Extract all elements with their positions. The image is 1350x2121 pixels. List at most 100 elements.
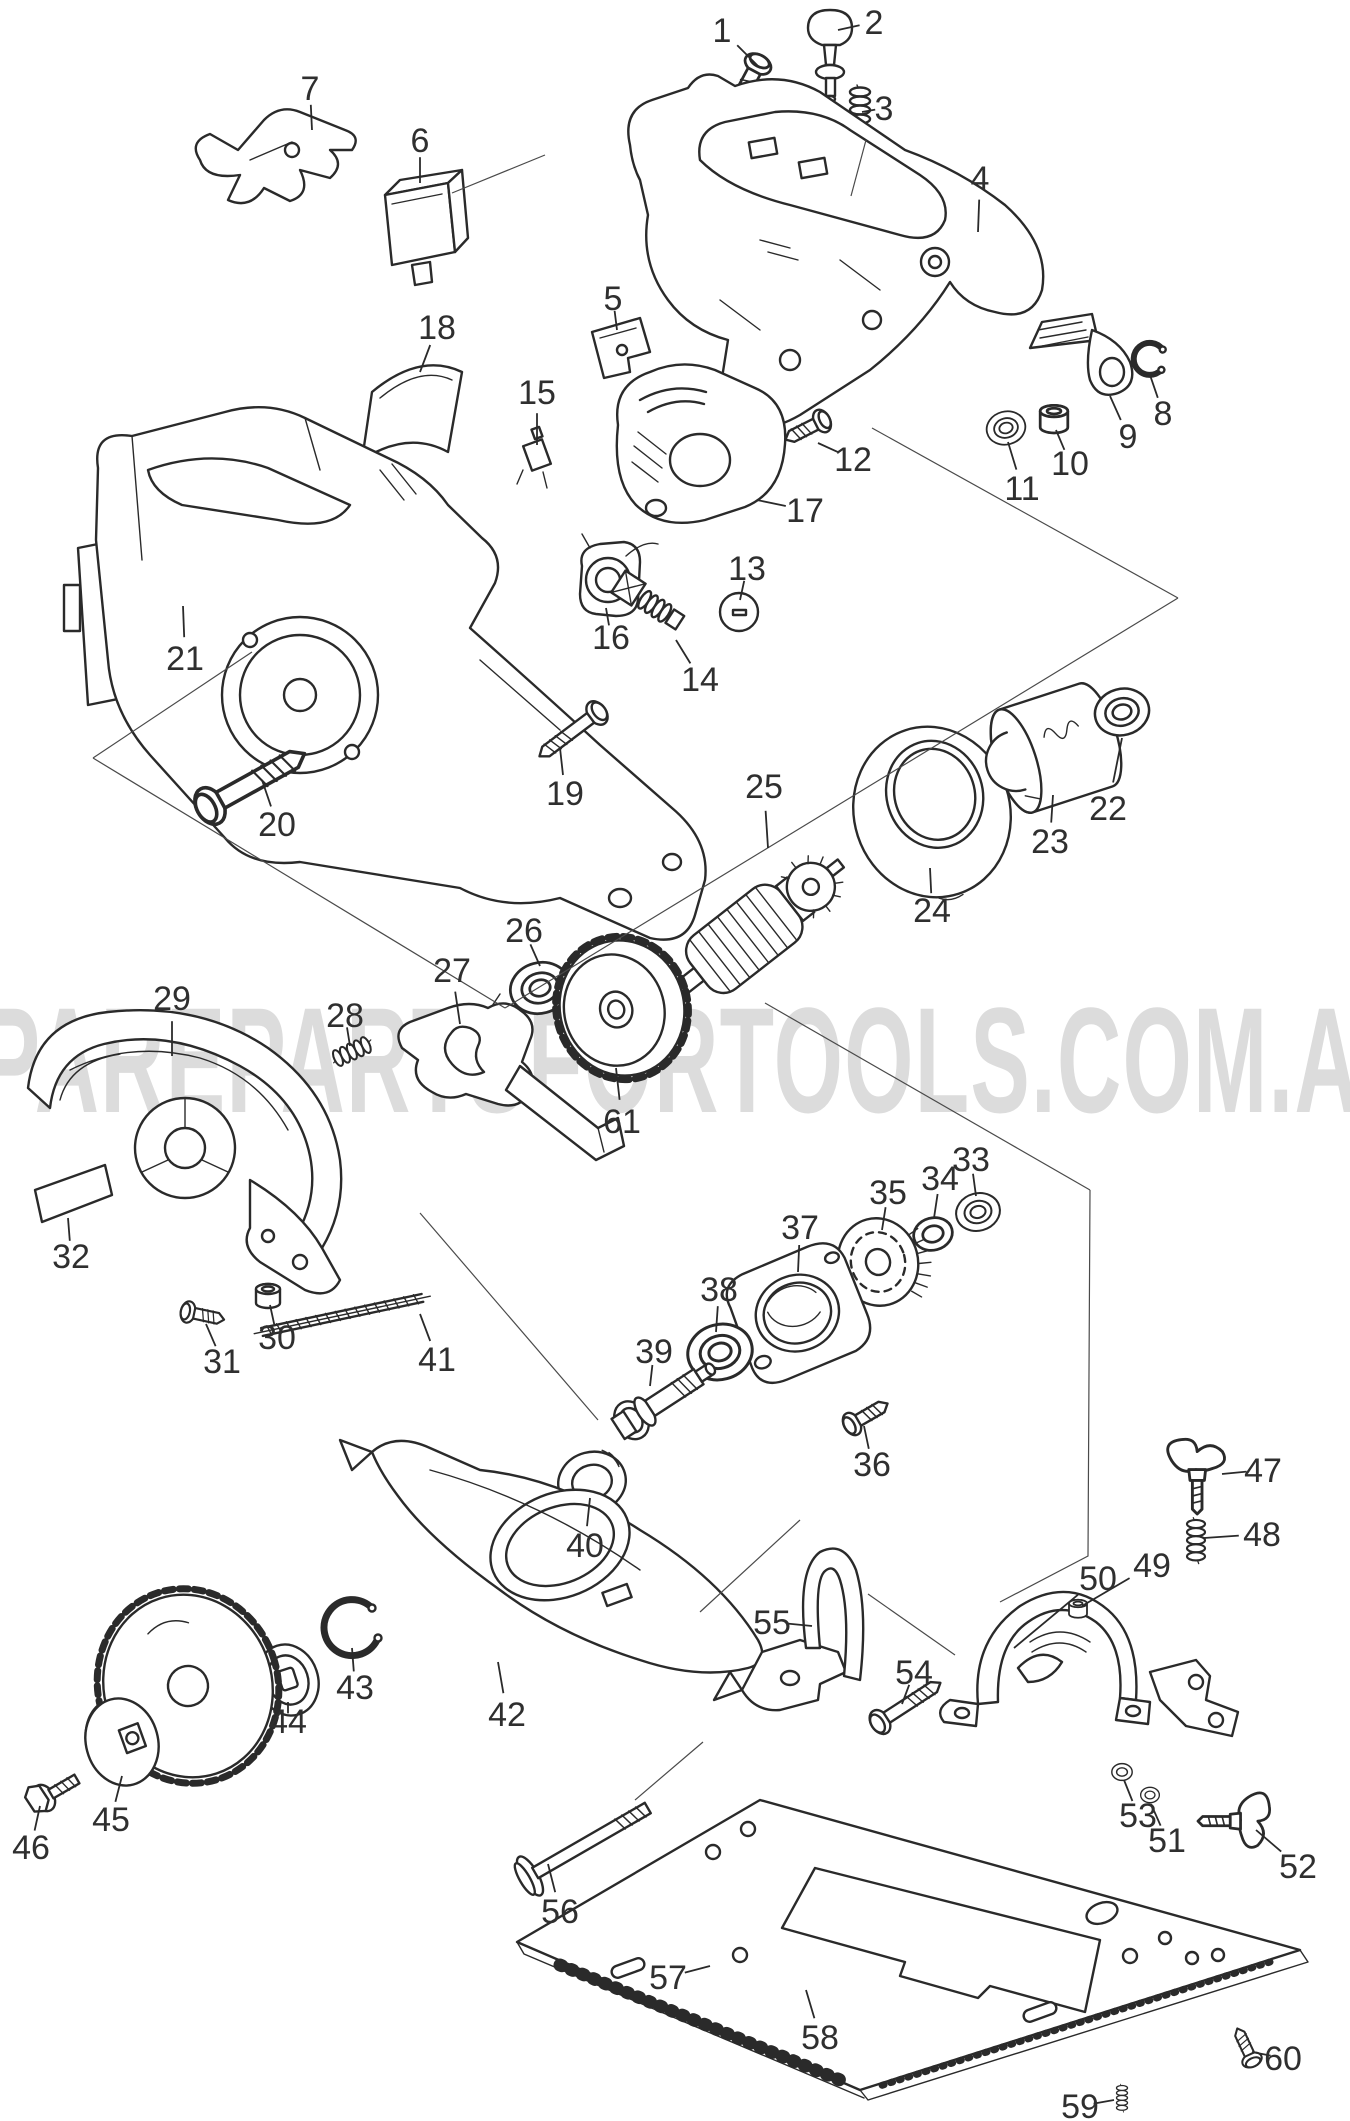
- part-label-9[interactable]: 9: [1119, 418, 1138, 456]
- part-24-fan-baffle: [852, 725, 1012, 901]
- construction-line-1: [92, 757, 506, 1009]
- part-label-3[interactable]: 3: [875, 90, 894, 128]
- construction-line-12: [850, 139, 867, 197]
- construction-line-5: [764, 1002, 1091, 1191]
- leader-line-50: [1013, 1593, 1079, 1649]
- leader-line-3: [861, 108, 876, 113]
- part-27-lock-lever: [397, 993, 626, 1162]
- part-29-blade-case: [26, 1009, 343, 1295]
- part-label-25[interactable]: 25: [745, 768, 783, 806]
- part-label-21[interactable]: 21: [166, 640, 204, 678]
- part-label-59[interactable]: 59: [1061, 2088, 1099, 2121]
- part-label-1[interactable]: 1: [713, 12, 732, 50]
- part-label-14[interactable]: 14: [681, 661, 719, 699]
- part-label-4[interactable]: 4: [971, 160, 990, 198]
- part-label-48[interactable]: 48: [1243, 1516, 1281, 1554]
- part-60-screw: [1227, 2023, 1266, 2072]
- part-42-safety-cover: [338, 1438, 764, 1674]
- part-label-5[interactable]: 5: [604, 280, 623, 318]
- leader-line-16: [605, 607, 610, 626]
- part-label-45[interactable]: 45: [92, 1801, 130, 1839]
- part-label-11[interactable]: 11: [1004, 470, 1039, 508]
- leader-line-46: [33, 1805, 41, 1831]
- part-46-hex-bolt: [23, 1773, 81, 1813]
- part-label-12[interactable]: 12: [834, 441, 872, 479]
- part-label-13[interactable]: 13: [728, 550, 766, 588]
- part-label-30[interactable]: 30: [258, 1319, 296, 1357]
- part-37-bearing-box: [725, 1242, 872, 1384]
- part-label-39[interactable]: 39: [635, 1333, 673, 1371]
- part-45-outer-flange: [84, 1697, 160, 1787]
- part-label-56[interactable]: 56: [541, 1893, 579, 1931]
- part-label-50[interactable]: 50: [1079, 1560, 1117, 1598]
- construction-line-4: [92, 651, 253, 759]
- part-label-40[interactable]: 40: [566, 1527, 604, 1565]
- part-label-8[interactable]: 8: [1154, 395, 1173, 433]
- part-label-36[interactable]: 36: [853, 1446, 891, 1484]
- part-label-16[interactable]: 16: [592, 619, 630, 657]
- part-label-43[interactable]: 43: [336, 1669, 374, 1707]
- part-label-19[interactable]: 19: [546, 775, 584, 813]
- leader-line-31: [205, 1323, 217, 1347]
- part-6-switch: [383, 168, 470, 287]
- part-33-ball-bearing: [950, 1187, 1006, 1237]
- part-label-44[interactable]: 44: [269, 1703, 307, 1741]
- part-label-38[interactable]: 38: [700, 1271, 738, 1309]
- part-label-27[interactable]: 27: [433, 952, 471, 990]
- leader-line-8: [1149, 374, 1159, 399]
- part-label-37[interactable]: 37: [781, 1209, 819, 1247]
- part-label-46[interactable]: 46: [12, 1829, 50, 1867]
- part-label-42[interactable]: 42: [488, 1696, 526, 1734]
- part-label-34[interactable]: 34: [921, 1160, 959, 1198]
- part-label-26[interactable]: 26: [505, 912, 543, 950]
- leader-line-33: [972, 1173, 977, 1197]
- leader-line-19: [559, 747, 564, 776]
- part-label-49[interactable]: 49: [1133, 1547, 1171, 1585]
- part-label-35[interactable]: 35: [869, 1174, 907, 1212]
- leader-line-21: [182, 605, 186, 638]
- part-label-7[interactable]: 7: [301, 70, 320, 108]
- leader-line-37: [797, 1244, 801, 1273]
- part-label-22[interactable]: 22: [1089, 790, 1127, 828]
- leader-line-17: [756, 499, 786, 507]
- part-label-23[interactable]: 23: [1031, 823, 1069, 861]
- part-label-53[interactable]: 53: [1119, 1797, 1157, 1835]
- part-label-29[interactable]: 29: [153, 980, 191, 1018]
- part-label-54[interactable]: 54: [895, 1654, 933, 1692]
- part-52-wing-bolt: [1196, 1791, 1272, 1849]
- leader-line-22: [1112, 737, 1123, 783]
- part-label-58[interactable]: 58: [801, 2019, 839, 2057]
- construction-line-3: [871, 427, 1179, 599]
- part-label-20[interactable]: 20: [258, 806, 296, 844]
- part-label-28[interactable]: 28: [326, 997, 364, 1035]
- part-39-spindle: [610, 1362, 717, 1441]
- part-31-screw: [177, 1298, 228, 1332]
- part-label-61[interactable]: 61: [603, 1103, 641, 1141]
- part-label-31[interactable]: 31: [203, 1343, 241, 1381]
- construction-line-2: [504, 597, 1179, 1009]
- part-label-18[interactable]: 18: [418, 309, 456, 347]
- leader-line-2: [837, 24, 860, 31]
- part-label-6[interactable]: 6: [411, 122, 430, 160]
- part-43-circlip: [320, 1596, 383, 1660]
- part-label-57[interactable]: 57: [649, 1959, 687, 1997]
- part-label-33[interactable]: 33: [952, 1141, 990, 1179]
- part-label-41[interactable]: 41: [418, 1341, 456, 1379]
- part-label-2[interactable]: 2: [865, 4, 884, 42]
- part-label-55[interactable]: 55: [753, 1604, 791, 1642]
- part-label-17[interactable]: 17: [786, 492, 824, 530]
- leader-line-40: [586, 1497, 591, 1527]
- leader-line-27: [454, 991, 461, 1025]
- leader-line-35: [881, 1207, 887, 1231]
- part-label-60[interactable]: 60: [1264, 2040, 1302, 2078]
- part-label-10[interactable]: 10: [1051, 445, 1089, 483]
- part-label-47[interactable]: 47: [1244, 1452, 1282, 1490]
- part-label-51[interactable]: 51: [1148, 1822, 1186, 1860]
- part-label-52[interactable]: 52: [1279, 1848, 1317, 1886]
- leader-line-55: [787, 1622, 813, 1627]
- part-label-15[interactable]: 15: [518, 374, 556, 412]
- part-label-24[interactable]: 24: [913, 892, 951, 930]
- part-label-32[interactable]: 32: [52, 1238, 90, 1276]
